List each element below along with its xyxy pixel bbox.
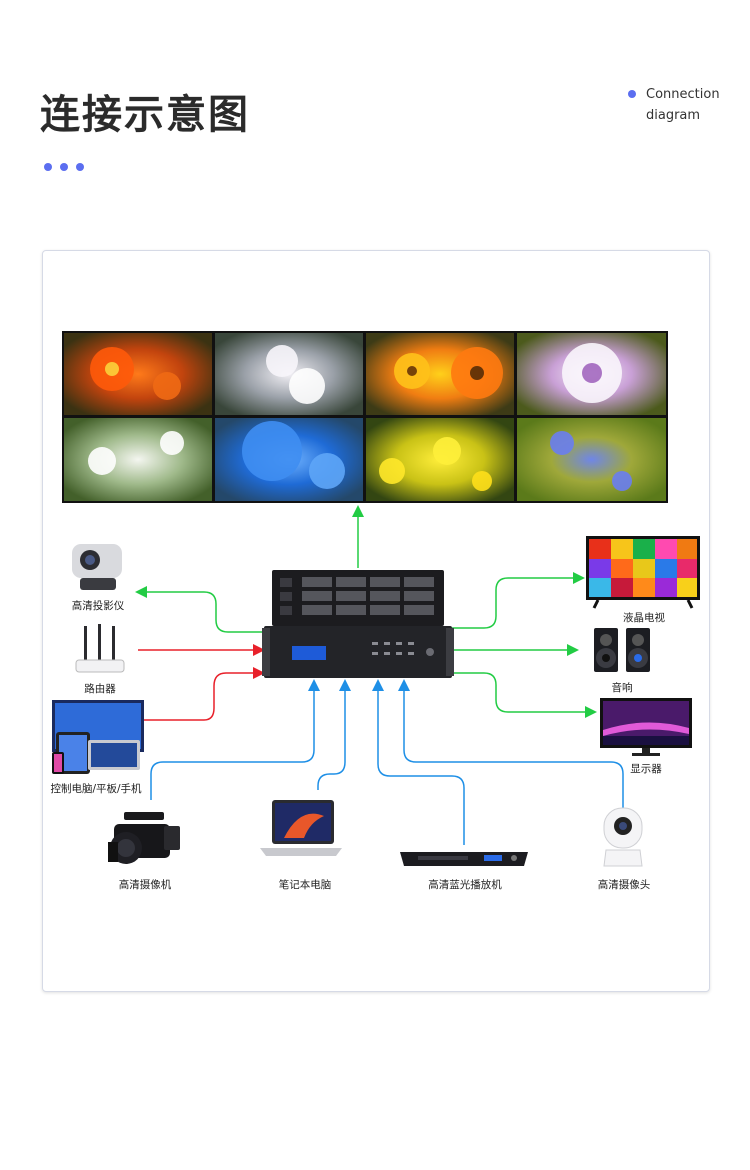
hd-camera-label: 高清摄像头 <box>597 879 651 891</box>
bluray-player-label: 高清蓝光播放机 <box>428 879 502 891</box>
control-pc-label: 控制电脑/平板/手机 <box>50 783 142 795</box>
line-to-lcd-tv <box>452 572 585 629</box>
bluray-player-icon <box>400 852 528 866</box>
router-label: 路由器 <box>84 683 116 695</box>
camcorder-icon <box>108 812 180 864</box>
line-from-control-pc <box>142 667 265 721</box>
speaker-icon <box>594 628 650 672</box>
control-pc-icon <box>52 700 144 774</box>
speaker-label: 音响 <box>611 682 633 694</box>
lcd-tv-icon <box>586 536 700 609</box>
bullet-dot-icon <box>628 90 636 98</box>
monitor-icon <box>600 698 692 756</box>
wall-tile-1 <box>64 333 212 415</box>
laptop-label: 笔记本电脑 <box>278 879 332 891</box>
projector-icon <box>72 544 122 590</box>
router-icon <box>75 624 125 673</box>
video-wall-tiles <box>64 333 666 501</box>
line-to-projector <box>135 586 265 633</box>
line-from-hd-camera <box>398 679 624 808</box>
laptop-icon <box>260 800 342 856</box>
hd-camera-icon <box>603 807 643 867</box>
monitor-label: 显示器 <box>630 763 662 775</box>
line-from-laptop <box>317 679 351 790</box>
line-from-bluray-player <box>372 679 465 845</box>
decorative-dots <box>44 163 84 171</box>
matrix-switcher <box>262 570 454 678</box>
video-wall <box>62 331 668 503</box>
projector-label: 高清投影仪 <box>71 600 125 612</box>
subtitle-line-2: diagram <box>646 108 701 123</box>
subtitle-line-1: Connection <box>646 87 720 102</box>
line-from-camcorder <box>150 679 320 800</box>
line-to-monitor <box>452 672 597 718</box>
page-title: 连接示意图 <box>40 92 250 138</box>
wall-tile-8 <box>517 418 666 501</box>
lcd-tv-label: 液晶电视 <box>623 612 665 624</box>
camcorder-label: 高清摄像机 <box>118 879 172 891</box>
